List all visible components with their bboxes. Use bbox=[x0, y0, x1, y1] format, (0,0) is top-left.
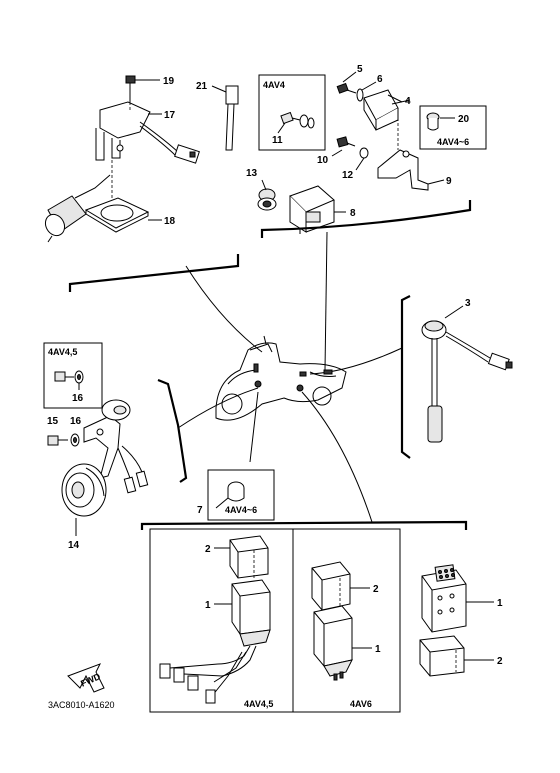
grommet-13-relay-8 bbox=[257, 179, 346, 234]
grommet-part-7 bbox=[215, 481, 245, 509]
callout-4: 4 bbox=[405, 96, 411, 107]
section-bracket-left bbox=[157, 378, 188, 483]
callout-12: 12 bbox=[342, 170, 354, 181]
callout-16-box: 16 bbox=[72, 393, 84, 404]
callout-2-right: 2 bbox=[373, 584, 379, 595]
forward-arrow-icon: FWD bbox=[67, 663, 105, 693]
callout-1-right: 1 bbox=[375, 644, 381, 655]
screw-washer-set-4av4 bbox=[277, 111, 315, 134]
fuel-sender-assembly bbox=[44, 75, 200, 243]
variant-box-4av4-5-left bbox=[43, 342, 103, 409]
variant-label-4av4-5-left: 4AV4,5 bbox=[48, 347, 77, 357]
leader-left bbox=[177, 387, 259, 429]
section-bracket-right bbox=[400, 295, 411, 459]
callout-13: 13 bbox=[246, 168, 258, 179]
cdi-unit-4av6 bbox=[311, 561, 372, 681]
section-bracket-top-right bbox=[260, 200, 472, 238]
callout-19: 19 bbox=[163, 76, 175, 87]
callout-2-left: 2 bbox=[205, 544, 211, 555]
leader-top-left bbox=[185, 265, 263, 353]
cover-outside bbox=[419, 635, 494, 677]
callout-10: 10 bbox=[317, 155, 329, 166]
variant-label-4av4-6-middle: 4AV4~6 bbox=[225, 505, 257, 515]
callout-8: 8 bbox=[350, 208, 356, 219]
callout-5: 5 bbox=[357, 64, 363, 75]
callout-7: 7 bbox=[197, 505, 203, 516]
callout-2-outside: 2 bbox=[497, 656, 503, 667]
variant-label-4av6: 4AV6 bbox=[350, 699, 372, 709]
horn-assembly bbox=[47, 399, 149, 536]
callout-17: 17 bbox=[164, 110, 176, 121]
callout-9: 9 bbox=[446, 176, 452, 187]
leader-middle bbox=[249, 391, 259, 463]
callout-18: 18 bbox=[164, 216, 176, 227]
fuel-level-sensor bbox=[421, 305, 513, 443]
callout-1-outside: 1 bbox=[497, 598, 503, 609]
cable-tie bbox=[211, 85, 239, 151]
variant-label-4av4-5-bottom: 4AV4,5 bbox=[244, 699, 273, 709]
bottom-cdi-box bbox=[149, 528, 401, 713]
bolt-washer-left-box bbox=[54, 370, 84, 390]
callout-20: 20 bbox=[458, 114, 470, 125]
leader-top-center bbox=[324, 231, 328, 371]
callout-15: 15 bbox=[47, 416, 59, 427]
callout-3: 3 bbox=[465, 298, 471, 309]
cdi-unit-4av4-5 bbox=[159, 535, 271, 704]
connector-unit-outside bbox=[421, 564, 494, 633]
leader-bottom bbox=[301, 391, 373, 523]
variant-box-4av4-top bbox=[258, 74, 326, 151]
callout-1-left: 1 bbox=[205, 600, 211, 611]
callout-16: 16 bbox=[70, 416, 82, 427]
callout-21: 21 bbox=[196, 81, 208, 92]
section-bracket-bottom bbox=[140, 520, 468, 530]
relay-bracket-group bbox=[331, 71, 445, 191]
diagram-code: 3AC8010-A1620 bbox=[48, 700, 115, 710]
section-bracket-top-left bbox=[68, 254, 240, 292]
variant-label-4av4-6-top: 4AV4~6 bbox=[437, 137, 469, 147]
grommet-part-20 bbox=[426, 112, 455, 131]
scooter-body-outline bbox=[215, 335, 347, 421]
variant-box-4av4-6-top bbox=[419, 105, 487, 150]
callout-11: 11 bbox=[272, 135, 283, 146]
callout-14: 14 bbox=[68, 540, 80, 551]
variant-label-4av4-top: 4AV4 bbox=[263, 80, 285, 90]
variant-box-4av4-6-middle bbox=[207, 469, 275, 521]
leader-right bbox=[309, 347, 403, 375]
callout-6: 6 bbox=[377, 74, 383, 85]
